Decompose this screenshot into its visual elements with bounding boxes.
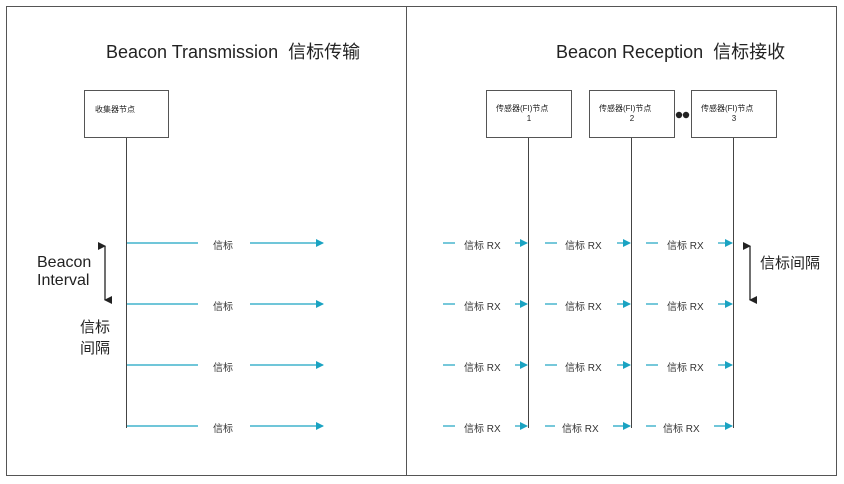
beacon-rx-label: 信标 RX — [464, 241, 501, 252]
beacon-rx-label: 信标 RX — [464, 302, 501, 313]
beacon-interval-label-right: 信标间隔 — [760, 255, 821, 272]
collector-node: 收集器节点 — [84, 90, 169, 138]
collector-lifeline — [126, 138, 127, 428]
sensor-node-3-label: 传感器(FI)节点 — [701, 104, 754, 113]
beacon-interval-label-cn: 信标 间隔 — [80, 317, 110, 359]
sensor-node-2-number: 2 — [629, 114, 635, 123]
reception-title-en: Beacon Reception — [556, 42, 704, 62]
beacon-interval-en-line-2: Interval — [37, 272, 90, 289]
reception-title-cn: 信标接收 — [713, 42, 786, 62]
beacon-rx-label: 信标 RX — [667, 363, 704, 374]
beacon-rx-label: 信标 RX — [565, 302, 602, 313]
beacon-interval-label-en: Beacon Interval — [37, 254, 91, 290]
beacon-rx-arrows — [443, 239, 733, 430]
sensor-3-lifeline — [733, 138, 734, 428]
beacon-tx-label-4: 信标 — [213, 424, 233, 435]
sensor-1-lifeline — [528, 138, 529, 428]
double-dot-icon — [675, 111, 690, 119]
beacon-tx-label-2: 信标 — [213, 302, 233, 313]
transmission-title: Beacon Transmission 信标传输 — [106, 38, 360, 64]
sensor-node-1-label: 传感器(FI)节点 — [496, 104, 549, 113]
sensor-2-lifeline — [631, 138, 632, 428]
beacon-tx-label-3: 信标 — [213, 363, 233, 374]
beacon-rx-label: 信标 RX — [464, 363, 501, 374]
reception-title: Beacon Reception 信标接收 — [556, 38, 785, 64]
beacon-rx-label: 信标 RX — [565, 363, 602, 374]
beacon-rx-label: 信标 RX — [565, 241, 602, 252]
sensor-node-3: 传感器(FI)节点 3 — [691, 90, 777, 138]
beacon-interval-cn-line-2: 间隔 — [80, 340, 111, 357]
sensor-node-2-label: 传感器(FI)节点 — [599, 104, 652, 113]
beacon-interval-en-line-1: Beacon — [37, 254, 92, 271]
beacon-transmission-panel — [6, 6, 407, 476]
transmission-title-en: Beacon Transmission — [106, 42, 279, 62]
sensor-node-1: 传感器(FI)节点 1 — [486, 90, 572, 138]
sensor-node-2: 传感器(FI)节点 2 — [589, 90, 675, 138]
sensor-node-1-number: 1 — [526, 114, 532, 123]
collector-node-label: 收集器节点 — [95, 105, 135, 114]
beacon-rx-label: 信标 RX — [562, 424, 599, 435]
transmission-title-cn: 信标传输 — [288, 42, 361, 62]
beacon-rx-label: 信标 RX — [464, 424, 501, 435]
beacon-rx-label: 信标 RX — [667, 302, 704, 313]
sensor-node-3-number: 3 — [731, 114, 737, 123]
beacon-rx-label: 信标 RX — [667, 241, 704, 252]
beacon-rx-label: 信标 RX — [663, 424, 700, 435]
beacon-interval-cn-line-1: 信标 — [80, 319, 111, 336]
beacon-tx-label-1: 信标 — [213, 241, 233, 252]
beacon-reception-panel — [406, 6, 837, 476]
